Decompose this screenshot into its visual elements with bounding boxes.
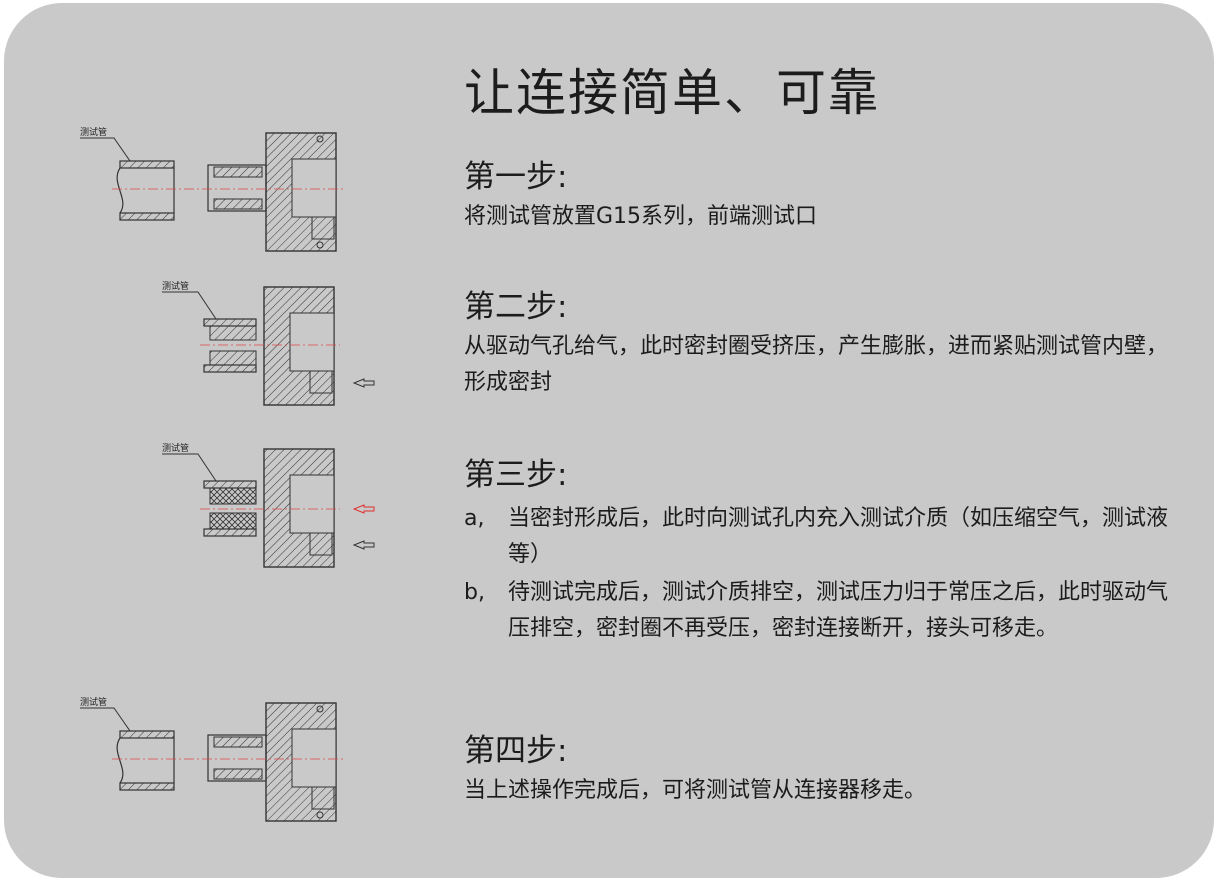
seal-ring [209, 350, 257, 366]
diagram-label: 测试管 [80, 126, 107, 138]
connector [112, 702, 344, 822]
step-3-item-b: b, 待测试完成后，测试介质排空，测试压力归于常压之后，此时驱动气压排空，密封圈… [464, 575, 1184, 647]
drive-air-arrow-icon [352, 540, 375, 550]
test-tube-wall [203, 318, 257, 327]
page-title: 让连接简单、可靠 [464, 64, 880, 122]
expanded-seal-ring [209, 512, 257, 530]
connector [112, 132, 344, 252]
connector-cavity [289, 312, 335, 372]
step-1-heading: 第一步: [464, 159, 568, 195]
test-tube [116, 730, 175, 791]
step-2-heading: 第二步: [464, 289, 568, 325]
drive-port [309, 532, 333, 556]
test-medium-arrow-icon [352, 504, 375, 514]
step-1-diagram: 测试管 [80, 126, 344, 252]
test-tube [116, 160, 175, 221]
diagram-label: 测试管 [162, 442, 189, 454]
diagram-label: 测试管 [80, 696, 107, 708]
step-3-diagram: 测试管 [162, 442, 375, 568]
diagram-label: 测试管 [162, 280, 189, 292]
item-text: 当密封形成后，此时向测试孔内充入测试介质（如压缩空气，测试液等） [508, 506, 1169, 567]
step-4-text: 当上述操作完成后，可将测试管从连接器移走。 [464, 778, 927, 803]
info-panel: 让连接简单、可靠 第一步: 将测试管放置G15系列，前端测试口 第二步: 从驱动… [4, 3, 1214, 878]
step-3-heading: 第三步: [464, 457, 568, 493]
step-4-diagram: 测试管 [80, 696, 344, 822]
step-3-item-a: a, 当密封形成后，此时向测试孔内充入测试介质（如压缩空气，测试液等） [464, 501, 1184, 573]
step-2-text: 从驱动气孔给气，此时密封圈受挤压，产生膨胀，进而紧贴测试管内壁，形成密封 [464, 334, 1169, 395]
test-tube-wall [203, 364, 257, 373]
leader-line [162, 453, 217, 482]
expanded-seal-ring [209, 487, 257, 505]
step-2-diagram: 测试管 [162, 280, 375, 406]
seal-ring [209, 325, 257, 341]
leader-line [80, 707, 131, 732]
item-text: 待测试完成后，测试介质排空，测试压力归于常压之后，此时驱动气压排空，密封圈不再受… [508, 580, 1169, 641]
leader-line [162, 291, 217, 320]
drive-port [309, 370, 333, 394]
connector-cavity [289, 474, 335, 534]
step-1-text: 将测试管放置G15系列，前端测试口 [464, 204, 818, 229]
leader-line [80, 137, 131, 162]
step-4-heading: 第四步: [464, 733, 568, 769]
item-marker: b, [464, 580, 485, 605]
test-tube-wall [203, 480, 257, 489]
item-marker: a, [464, 506, 485, 531]
test-tube-wall [203, 528, 257, 537]
drive-air-arrow-icon [352, 378, 375, 388]
